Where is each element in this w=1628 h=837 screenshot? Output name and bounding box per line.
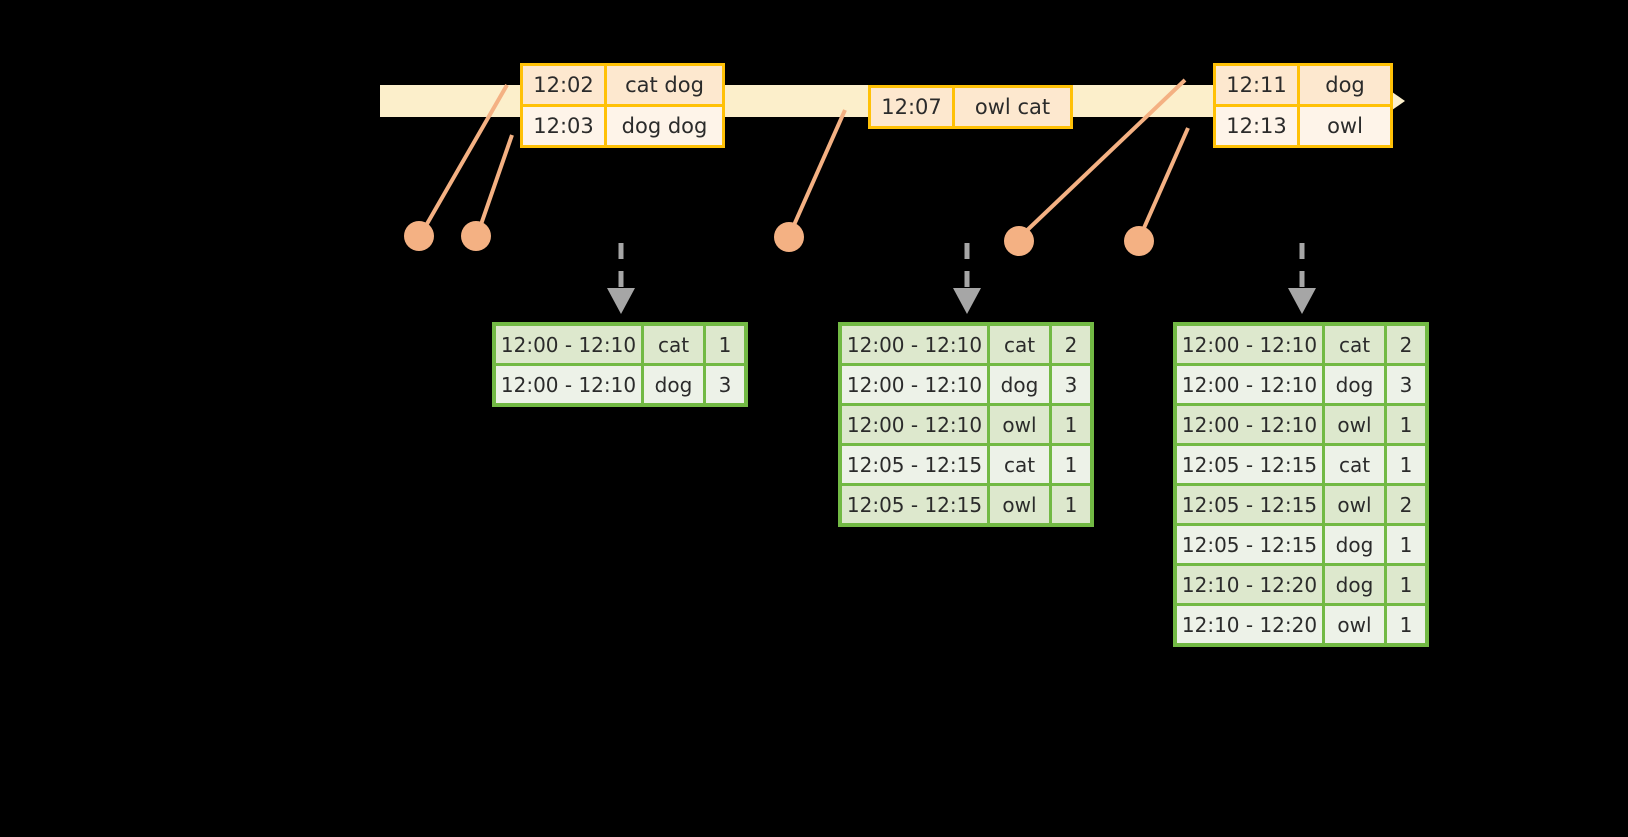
cell-word: cat — [990, 446, 1052, 483]
event-time: 12:07 — [871, 88, 955, 126]
cell-count: 1 — [1387, 526, 1425, 563]
cell-count: 1 — [1387, 446, 1425, 483]
cell-word: cat — [990, 326, 1052, 363]
cell-window: 12:05 - 12:15 — [1177, 446, 1325, 483]
cell-window: 12:00 - 12:10 — [496, 326, 644, 363]
cell-count: 1 — [1387, 606, 1425, 643]
cell-window: 12:05 - 12:15 — [842, 446, 990, 483]
event-words: cat dog — [607, 66, 722, 104]
event-words: owl cat — [955, 88, 1070, 126]
event-dot-4 — [1004, 226, 1034, 256]
cell-word: cat — [1325, 446, 1387, 483]
cell-count: 2 — [1387, 326, 1425, 363]
event-words: dog dog — [607, 107, 722, 145]
event-row: 12:07 owl cat — [871, 88, 1070, 126]
cell-window: 12:10 - 12:20 — [1177, 606, 1325, 643]
cell-window: 12:05 - 12:15 — [1177, 526, 1325, 563]
cell-count: 2 — [1052, 326, 1090, 363]
cell-word: dog — [1325, 566, 1387, 603]
cell-window: 12:05 - 12:15 — [842, 486, 990, 523]
cell-word: owl — [990, 406, 1052, 443]
cell-count: 1 — [1387, 406, 1425, 443]
connector-line-5 — [1138, 127, 1190, 238]
connector-line-3 — [788, 109, 847, 235]
emit-arrowheads — [607, 288, 1316, 314]
cell-window: 12:00 - 12:10 — [842, 406, 990, 443]
event-row: 12:03 dog dog — [523, 104, 722, 145]
event-row: 12:11 dog — [1216, 66, 1390, 104]
event-box-1[interactable]: 12:02 cat dog 12:03 dog dog — [520, 63, 725, 148]
cell-count: 3 — [706, 366, 744, 403]
cell-count: 1 — [1052, 446, 1090, 483]
event-time: 12:13 — [1216, 107, 1300, 145]
cell-word: dog — [1325, 366, 1387, 403]
cell-count: 1 — [1387, 566, 1425, 603]
event-words: owl — [1300, 107, 1390, 145]
cell-count: 2 — [1387, 486, 1425, 523]
event-dot-2 — [461, 221, 491, 251]
emit-arrows — [618, 243, 1305, 290]
cell-word: cat — [644, 326, 706, 363]
emit-arrowhead-1 — [607, 288, 635, 314]
cell-word: dog — [1325, 526, 1387, 563]
cell-count: 3 — [1387, 366, 1425, 403]
emit-arrowhead-3 — [1288, 288, 1316, 314]
cell-word: owl — [1325, 406, 1387, 443]
cell-window: 12:10 - 12:20 — [1177, 566, 1325, 603]
event-time: 12:02 — [523, 66, 607, 104]
cell-word: dog — [644, 366, 706, 403]
event-box-3[interactable]: 12:11 dog 12:13 owl — [1213, 63, 1393, 148]
cell-window: 12:00 - 12:10 — [1177, 406, 1325, 443]
cell-window: 12:05 - 12:15 — [1177, 486, 1325, 523]
cell-window: 12:00 - 12:10 — [496, 366, 644, 403]
event-dot-1 — [404, 221, 434, 251]
event-dot-5 — [1124, 226, 1154, 256]
cell-word: dog — [990, 366, 1052, 403]
cell-window: 12:00 - 12:10 — [1177, 366, 1325, 403]
cell-count: 3 — [1052, 366, 1090, 403]
event-time: 12:03 — [523, 107, 607, 145]
cell-word: owl — [990, 486, 1052, 523]
cell-window: 12:00 - 12:10 — [842, 326, 990, 363]
event-row: 12:02 cat dog — [523, 66, 722, 104]
event-time: 12:11 — [1216, 66, 1300, 104]
cell-count: 1 — [1052, 406, 1090, 443]
cell-window: 12:00 - 12:10 — [1177, 326, 1325, 363]
cell-word: cat — [1325, 326, 1387, 363]
event-dots — [404, 221, 1154, 256]
cell-window: 12:00 - 12:10 — [842, 366, 990, 403]
emit-arrowhead-2 — [953, 288, 981, 314]
cell-count: 1 — [706, 326, 744, 363]
event-row: 12:13 owl — [1216, 104, 1390, 145]
event-dot-3 — [774, 222, 804, 252]
cell-word: owl — [1325, 486, 1387, 523]
event-box-2[interactable]: 12:07 owl cat — [868, 85, 1073, 129]
connector-line-2 — [475, 134, 514, 237]
cell-word: owl — [1325, 606, 1387, 643]
cell-count: 1 — [1052, 486, 1090, 523]
event-words: dog — [1300, 66, 1390, 104]
